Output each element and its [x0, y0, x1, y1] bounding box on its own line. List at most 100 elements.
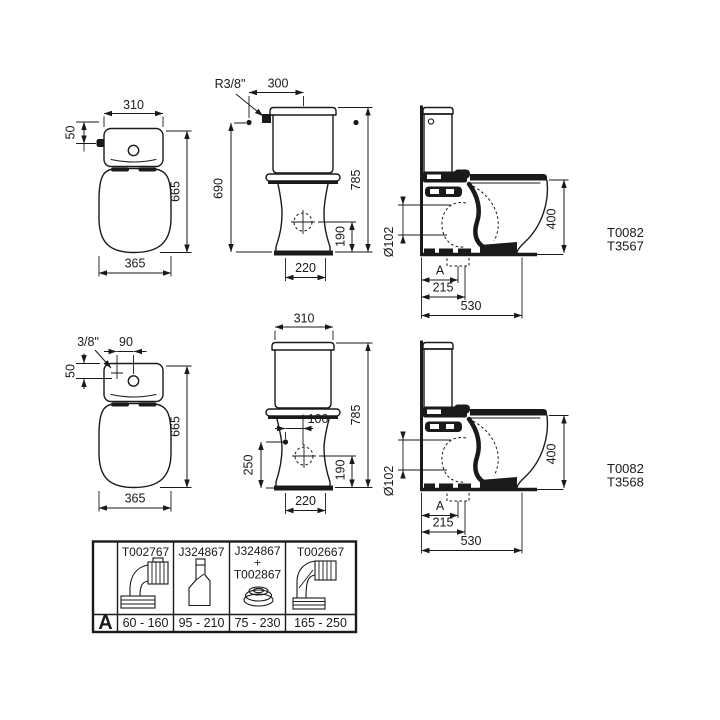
trapway-curve	[466, 181, 490, 252]
dim-310: 310	[274, 312, 334, 340]
cistern-outline	[103, 127, 164, 168]
cistern-lid	[271, 341, 335, 351]
cistern-inner-line	[110, 158, 157, 163]
inlet-leader	[235, 93, 264, 117]
bottom-inlet-point	[282, 439, 289, 445]
inlet-thread-label: R3/8"	[215, 77, 246, 91]
dim-50: 50	[64, 121, 99, 152]
accessory-code-plus: +	[254, 556, 261, 570]
seat-bar	[268, 180, 338, 184]
bowl-front-profile	[516, 179, 549, 254]
accessories-table: A T002767 J324867 J324867 + T002867 T002…	[91, 540, 358, 634]
accessory-range: 95 - 210	[179, 616, 225, 630]
flush-button	[127, 375, 140, 387]
outlet-crosshair	[292, 444, 316, 468]
dim-50: 50	[64, 353, 112, 389]
accessory-range: 165 - 250	[294, 616, 347, 630]
dim-300: 300	[248, 77, 304, 118]
dim-label: 220	[295, 261, 316, 275]
seat-lid-bar	[470, 174, 547, 181]
lower-extension-lines	[421, 257, 523, 319]
dim-label: 50	[64, 364, 78, 378]
cistern-body	[423, 348, 453, 412]
dim-label: A	[436, 499, 445, 513]
inlet-point-right	[353, 119, 359, 126]
dim-310: 310	[103, 98, 164, 127]
accessory-code: J324867	[178, 545, 224, 559]
floor-block-1	[424, 248, 435, 253]
product-code-2: T3568	[607, 475, 644, 490]
floor-block-3	[458, 483, 471, 488]
dim-outlet-diameter: Ø102	[382, 196, 451, 257]
variant2-front-view: 310 100 250 785 190 220	[242, 312, 373, 514]
floor-block-2	[439, 483, 453, 488]
dim-label: 310	[294, 312, 315, 326]
dim-label: 400	[545, 209, 559, 230]
supply-slot-1	[430, 424, 439, 429]
bowl-interior-dashed	[472, 420, 499, 477]
dim-220: 220	[285, 493, 326, 514]
dim-label: 785	[349, 405, 363, 426]
bowl-outline	[98, 402, 172, 489]
corrugated-elbow-horizontal-icon	[120, 557, 169, 609]
floor-block-3	[458, 248, 471, 253]
seat-hinge	[454, 169, 470, 179]
dim-400: 400	[545, 415, 569, 489]
accessory-code: T002767	[122, 545, 170, 559]
dim-label: 215	[433, 516, 454, 530]
dim-label: 250	[242, 455, 256, 476]
dim-label: 90	[119, 335, 133, 349]
floor-block-2	[439, 248, 453, 253]
accessory-range: 75 - 230	[235, 616, 281, 630]
supply-slot-1	[430, 189, 439, 194]
floor-outlet-dashed	[446, 489, 470, 502]
sealing-ring-icon	[243, 586, 274, 607]
dim-A: A	[421, 499, 459, 519]
flush-button	[127, 144, 140, 157]
table-row-label: A	[98, 612, 112, 634]
base-plinth	[274, 250, 333, 256]
dim-label: 665	[169, 181, 183, 202]
trapway-curve	[466, 416, 490, 487]
bowl-interior-dashed	[472, 185, 499, 242]
dim-label: 530	[461, 534, 482, 548]
dim-220: 220	[285, 258, 326, 281]
dim-665: 665	[160, 365, 192, 488]
bowl-foot	[480, 477, 517, 489]
dim-label: 365	[125, 492, 146, 506]
bowl-outline	[98, 167, 172, 254]
dim-365: 365	[98, 491, 172, 512]
dim-400: 400	[545, 179, 569, 254]
dim-label: 530	[461, 299, 482, 313]
cistern-lid	[269, 106, 337, 116]
accessory-range: 60 - 160	[123, 616, 169, 630]
dim-190: 190	[319, 455, 356, 488]
cistern-body	[274, 349, 332, 409]
dim-label: 100	[308, 412, 329, 426]
flush-base-slot	[427, 409, 441, 414]
dim-A: A	[421, 264, 459, 283]
dim-530: 530	[421, 299, 523, 319]
seat-band	[265, 173, 341, 182]
dim-530: 530	[421, 534, 523, 554]
dim-215: 215	[421, 516, 466, 535]
base-plinth	[274, 485, 333, 491]
dim-label: 215	[433, 281, 454, 295]
variant1-front-view: R3/8" 300 690 785 190 220	[212, 77, 373, 281]
cistern-body	[272, 114, 334, 174]
pedestal-right	[323, 183, 331, 251]
dim-250: 250	[242, 441, 283, 489]
dim-665: 665	[160, 130, 192, 253]
floor-block-1	[424, 483, 435, 488]
outlet-crosshair	[291, 210, 315, 234]
dim-label: 190	[334, 460, 348, 481]
table-gridlines	[93, 541, 356, 632]
dim-90: 90	[104, 335, 147, 374]
dim-label: 50	[64, 126, 78, 140]
table-border	[91, 540, 358, 634]
dim-label: 665	[169, 416, 183, 437]
dim-690: 690	[212, 122, 272, 253]
accessory-code: T002667	[297, 545, 345, 559]
dim-215: 215	[421, 281, 466, 300]
inlet-cross-mark	[111, 367, 123, 379]
